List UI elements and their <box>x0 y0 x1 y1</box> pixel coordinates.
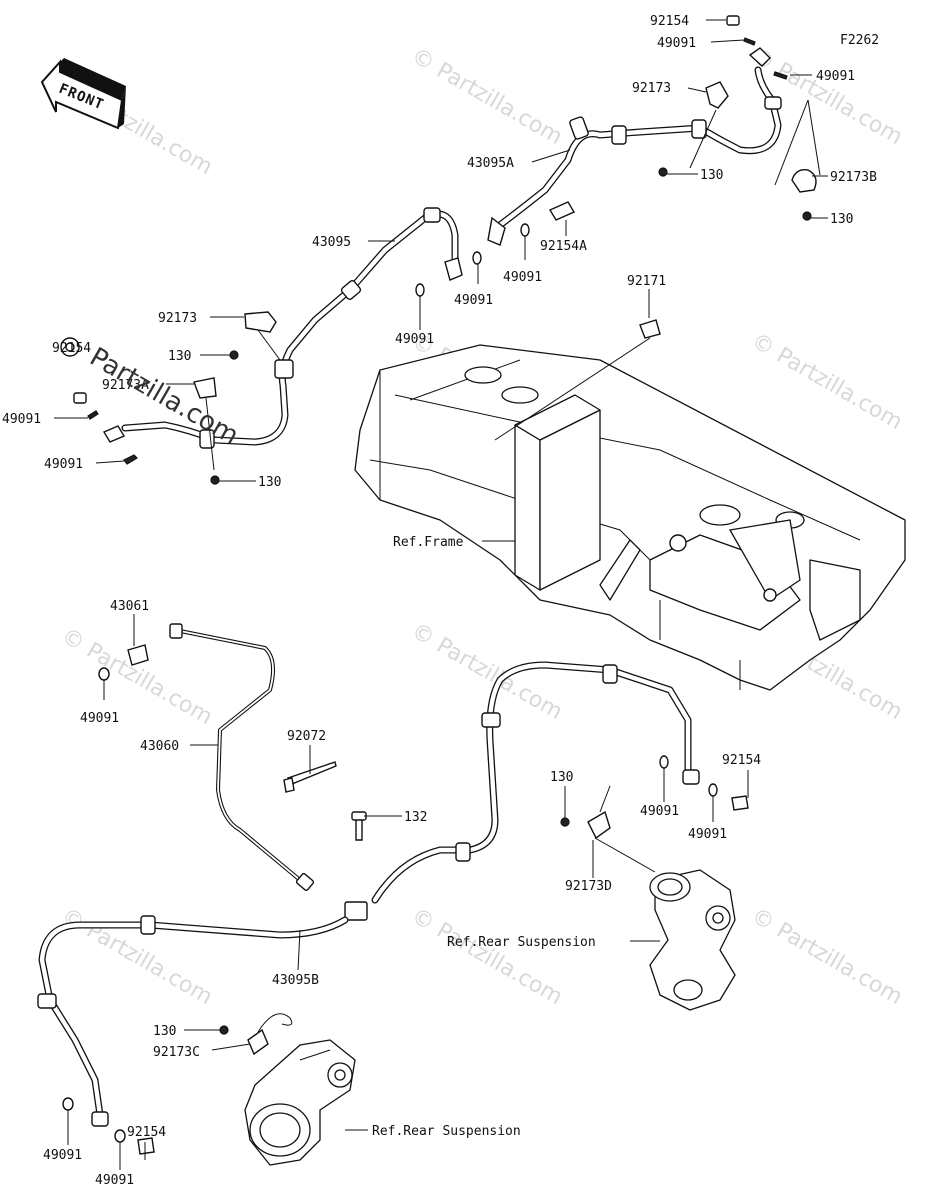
label-49091-43061: 49091 <box>80 711 119 726</box>
tie-92072 <box>286 761 337 785</box>
clamp-92173C <box>219 1013 293 1056</box>
watermark-7: © Partzilla.com <box>407 619 567 726</box>
bolt-92154-bot <box>137 1137 155 1155</box>
label-92171: 92171 <box>627 274 666 289</box>
mid-fittings <box>193 201 661 485</box>
label-49091-mid2: 49091 <box>454 293 493 308</box>
label-92173-top: 92173 <box>632 81 671 96</box>
clamp-92173A <box>193 377 217 399</box>
label-130-b: 130 <box>830 212 853 227</box>
washer-49091-mid1 <box>472 251 482 265</box>
top-fittings <box>658 15 821 221</box>
washer-49091-top <box>743 37 756 46</box>
hose-43095B <box>37 915 349 1155</box>
bolt-92154A <box>548 201 576 221</box>
washer-49091-mid3 <box>415 283 425 297</box>
front-arrow: FRONT <box>40 58 126 130</box>
label-49091-right2: 49091 <box>688 827 727 842</box>
label-92154-bot: 92154 <box>127 1125 166 1140</box>
label-92173D: 92173D <box>565 879 612 894</box>
bolt-132 <box>355 817 363 841</box>
clamp-92173-mid <box>244 311 277 333</box>
washer-49091-right1 <box>659 755 669 769</box>
label-49091-mid1: 49091 <box>503 270 542 285</box>
label-49091-top-r: 49091 <box>816 69 855 84</box>
label-43060: 43060 <box>140 739 179 754</box>
label-49091-top: 49091 <box>657 36 696 51</box>
pipe-43060 <box>98 623 315 891</box>
washer-49091-left2 <box>123 454 138 465</box>
leader-lines <box>54 19 828 1170</box>
label-92072: 92072 <box>287 729 326 744</box>
washer-49091-bot1 <box>62 1097 74 1111</box>
label-ref-rear-suspension-left: Ref.Rear Suspension <box>372 1124 521 1139</box>
clamp-92173B <box>791 169 817 193</box>
label-49091-mid3: 49091 <box>395 332 434 347</box>
label-130-right: 130 <box>550 770 573 785</box>
label-43095A: 43095A <box>467 156 514 171</box>
label-130-low: 130 <box>153 1024 176 1039</box>
bolt-92154-right <box>731 795 749 811</box>
rear-suspension-right <box>649 869 736 1011</box>
label-49091-bot2: 49091 <box>95 1173 134 1188</box>
washer-49091-43061 <box>98 667 110 681</box>
bolt-92154-top <box>726 15 740 26</box>
label-130-left: 130 <box>258 475 281 490</box>
label-49091-left2: 49091 <box>44 457 83 472</box>
frame-assembly <box>354 344 906 691</box>
rear-suspension-left <box>244 1039 356 1166</box>
label-ref-rear-suspension-right: Ref.Rear Suspension <box>447 935 596 950</box>
label-132: 132 <box>404 810 427 825</box>
watermark-9: © Partzilla.com <box>57 904 217 1011</box>
washer-49091-top-r <box>773 71 788 80</box>
clamp-92173D <box>560 785 656 873</box>
watermark-10: © Partzilla.com <box>407 904 567 1011</box>
washer-49091-right2 <box>708 783 718 797</box>
watermark-11: © Partzilla.com <box>747 904 907 1011</box>
junction-block <box>344 811 368 921</box>
hose-right <box>371 661 749 904</box>
hose-43095 <box>121 207 463 449</box>
washer-49091-bot2 <box>114 1129 126 1143</box>
diagram-code: F2262 <box>840 33 879 48</box>
left-fittings <box>60 337 138 465</box>
label-92154-top: 92154 <box>650 14 689 29</box>
washer-49091-mid2 <box>520 223 530 237</box>
washer-49091-left1 <box>87 410 99 420</box>
watermark-2: © Partzilla.com <box>407 44 567 151</box>
label-ref-frame: Ref.Frame <box>393 535 464 550</box>
label-92173-mid: 92173 <box>158 311 197 326</box>
label-130-top: 130 <box>700 168 723 183</box>
clamp-92173-top <box>705 81 729 109</box>
label-130-mid: 130 <box>168 349 191 364</box>
label-92173C: 92173C <box>153 1045 200 1060</box>
watermark-5: © Partzilla.com <box>747 329 907 436</box>
label-43061: 43061 <box>110 599 149 614</box>
label-43095B: 43095B <box>272 973 319 988</box>
label-49091-right1: 49091 <box>640 804 679 819</box>
label-43095: 43095 <box>312 235 351 250</box>
label-49091-left1: 49091 <box>2 412 41 427</box>
fitting-43061 <box>127 644 149 666</box>
part-labels: 92154 49091 49091 92173 43095A 130 92173… <box>2 14 877 1188</box>
label-92154A: 92154A <box>540 239 587 254</box>
clip-92171 <box>639 319 661 339</box>
label-49091-bot1: 49091 <box>43 1148 82 1163</box>
label-92154-left: 92154 <box>52 341 91 356</box>
label-92173B: 92173B <box>830 170 877 185</box>
label-92154-right: 92154 <box>722 753 761 768</box>
label-92173A: 92173A <box>102 378 149 393</box>
hose-43095A <box>487 66 782 246</box>
